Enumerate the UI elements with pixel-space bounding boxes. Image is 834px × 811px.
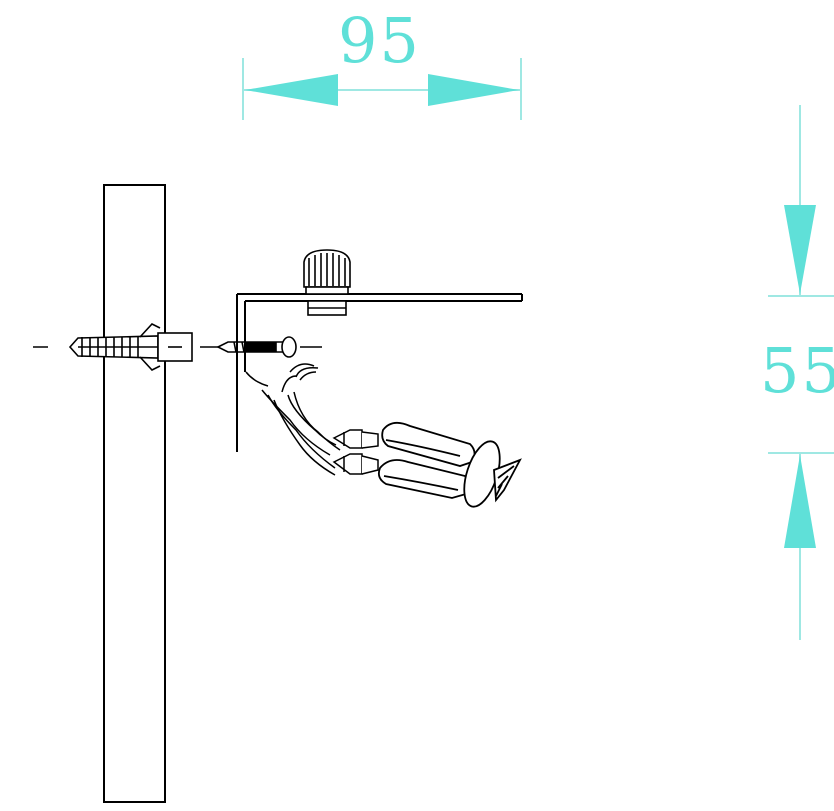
height-arrow-bottom (784, 455, 816, 548)
height-arrow-top (784, 205, 816, 294)
connectors (332, 429, 379, 475)
mounting-bracket (236, 293, 523, 452)
wall (103, 184, 166, 803)
height-dimension-label: 55 (760, 334, 834, 407)
width-arrow-right (428, 74, 519, 106)
wall-anchor (68, 323, 193, 371)
screw (216, 336, 297, 358)
cable-gland (303, 249, 351, 316)
width-dimension-label: 95 (338, 4, 421, 77)
width-arrow-left (245, 74, 338, 106)
wires (245, 363, 341, 476)
width-dimension (242, 58, 522, 120)
sensor-probe (377, 421, 522, 508)
height-dimension (768, 105, 834, 640)
